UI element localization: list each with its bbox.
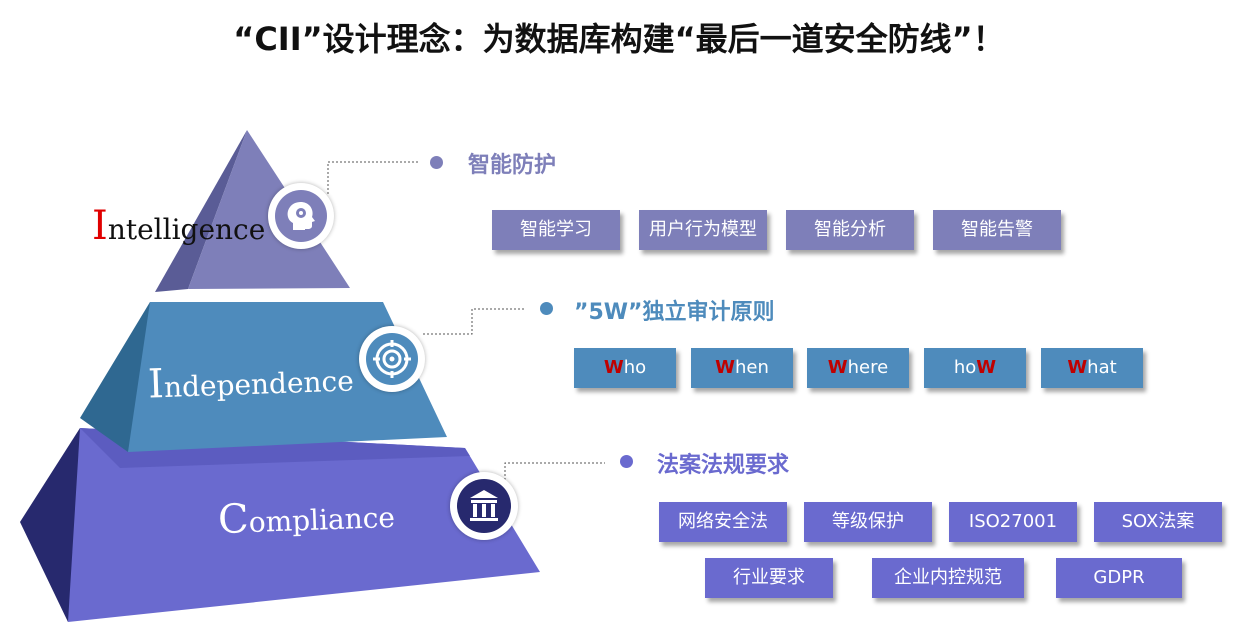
pyramid-bottom-front [68, 428, 540, 622]
bullet-dot [540, 302, 553, 315]
tag-intelligence: 用户行为模型 [639, 210, 767, 250]
tag-intelligence: 智能分析 [786, 210, 914, 250]
tier-label-initial: C [217, 496, 250, 544]
pyramid-top-side [155, 130, 247, 292]
connector-compliance [504, 462, 605, 488]
tag-compliance: 等级保护 [804, 502, 932, 542]
tag-5w: What [1041, 348, 1143, 388]
tag-compliance: ISO27001 [949, 502, 1077, 542]
tier-label-rest: ntelligence [107, 213, 266, 246]
tag-5w: Who [574, 348, 676, 388]
section-heading-independence: ”5W”独立审计原则 [574, 300, 775, 325]
tag-text-highlight: W [976, 357, 997, 378]
tier-label-initial: I [147, 361, 165, 408]
tier-label-compliance: Compliance [217, 491, 395, 543]
tag-intelligence: 智能告警 [933, 210, 1061, 250]
tag-text-highlight: W [715, 357, 735, 378]
tag-text-rest: hat [1087, 357, 1117, 378]
institution-icon [450, 472, 518, 540]
tag-compliance: GDPR [1056, 558, 1182, 598]
tag-text-highlight: W [1067, 357, 1088, 378]
tag-5w: When [691, 348, 793, 388]
tier-label-independence: Independence [147, 354, 355, 408]
tag-5w: Where [807, 348, 909, 388]
tag-text-rest: hen [734, 357, 769, 378]
tag-intelligence: 智能学习 [492, 210, 620, 250]
tag-compliance: 网络安全法 [659, 502, 787, 542]
target-icon [359, 326, 425, 392]
section-heading-intelligence: 智能防护 [468, 153, 557, 178]
head-gear-icon [268, 183, 334, 249]
tag-text-highlight: W [603, 357, 624, 378]
page-title: “CII”设计理念：为数据库构建“最后一道安全防线”！ [233, 20, 1005, 58]
connector-independence [423, 308, 525, 335]
tag-compliance: 行业要求 [705, 558, 833, 598]
tag-text-pre: ho [953, 357, 977, 378]
tag-compliance: 企业内控规范 [872, 558, 1024, 598]
tier-label-initial: I [92, 203, 108, 249]
tag-5w: hoW [924, 348, 1026, 388]
tag-text-rest: ho [623, 357, 647, 378]
bullet-dot [430, 156, 443, 169]
tier-label-intelligence: Intelligence [92, 203, 265, 249]
tier-label-rest: ndependence [163, 364, 355, 405]
tier-label-rest: ompliance [248, 500, 396, 540]
section-heading-compliance: 法案法规要求 [657, 453, 790, 478]
connector-intelligence [327, 161, 418, 194]
tag-compliance: SOX法案 [1094, 502, 1222, 542]
tag-text-rest: here [847, 357, 889, 378]
bullet-dot [620, 455, 633, 468]
tag-text-highlight: W [827, 357, 848, 378]
